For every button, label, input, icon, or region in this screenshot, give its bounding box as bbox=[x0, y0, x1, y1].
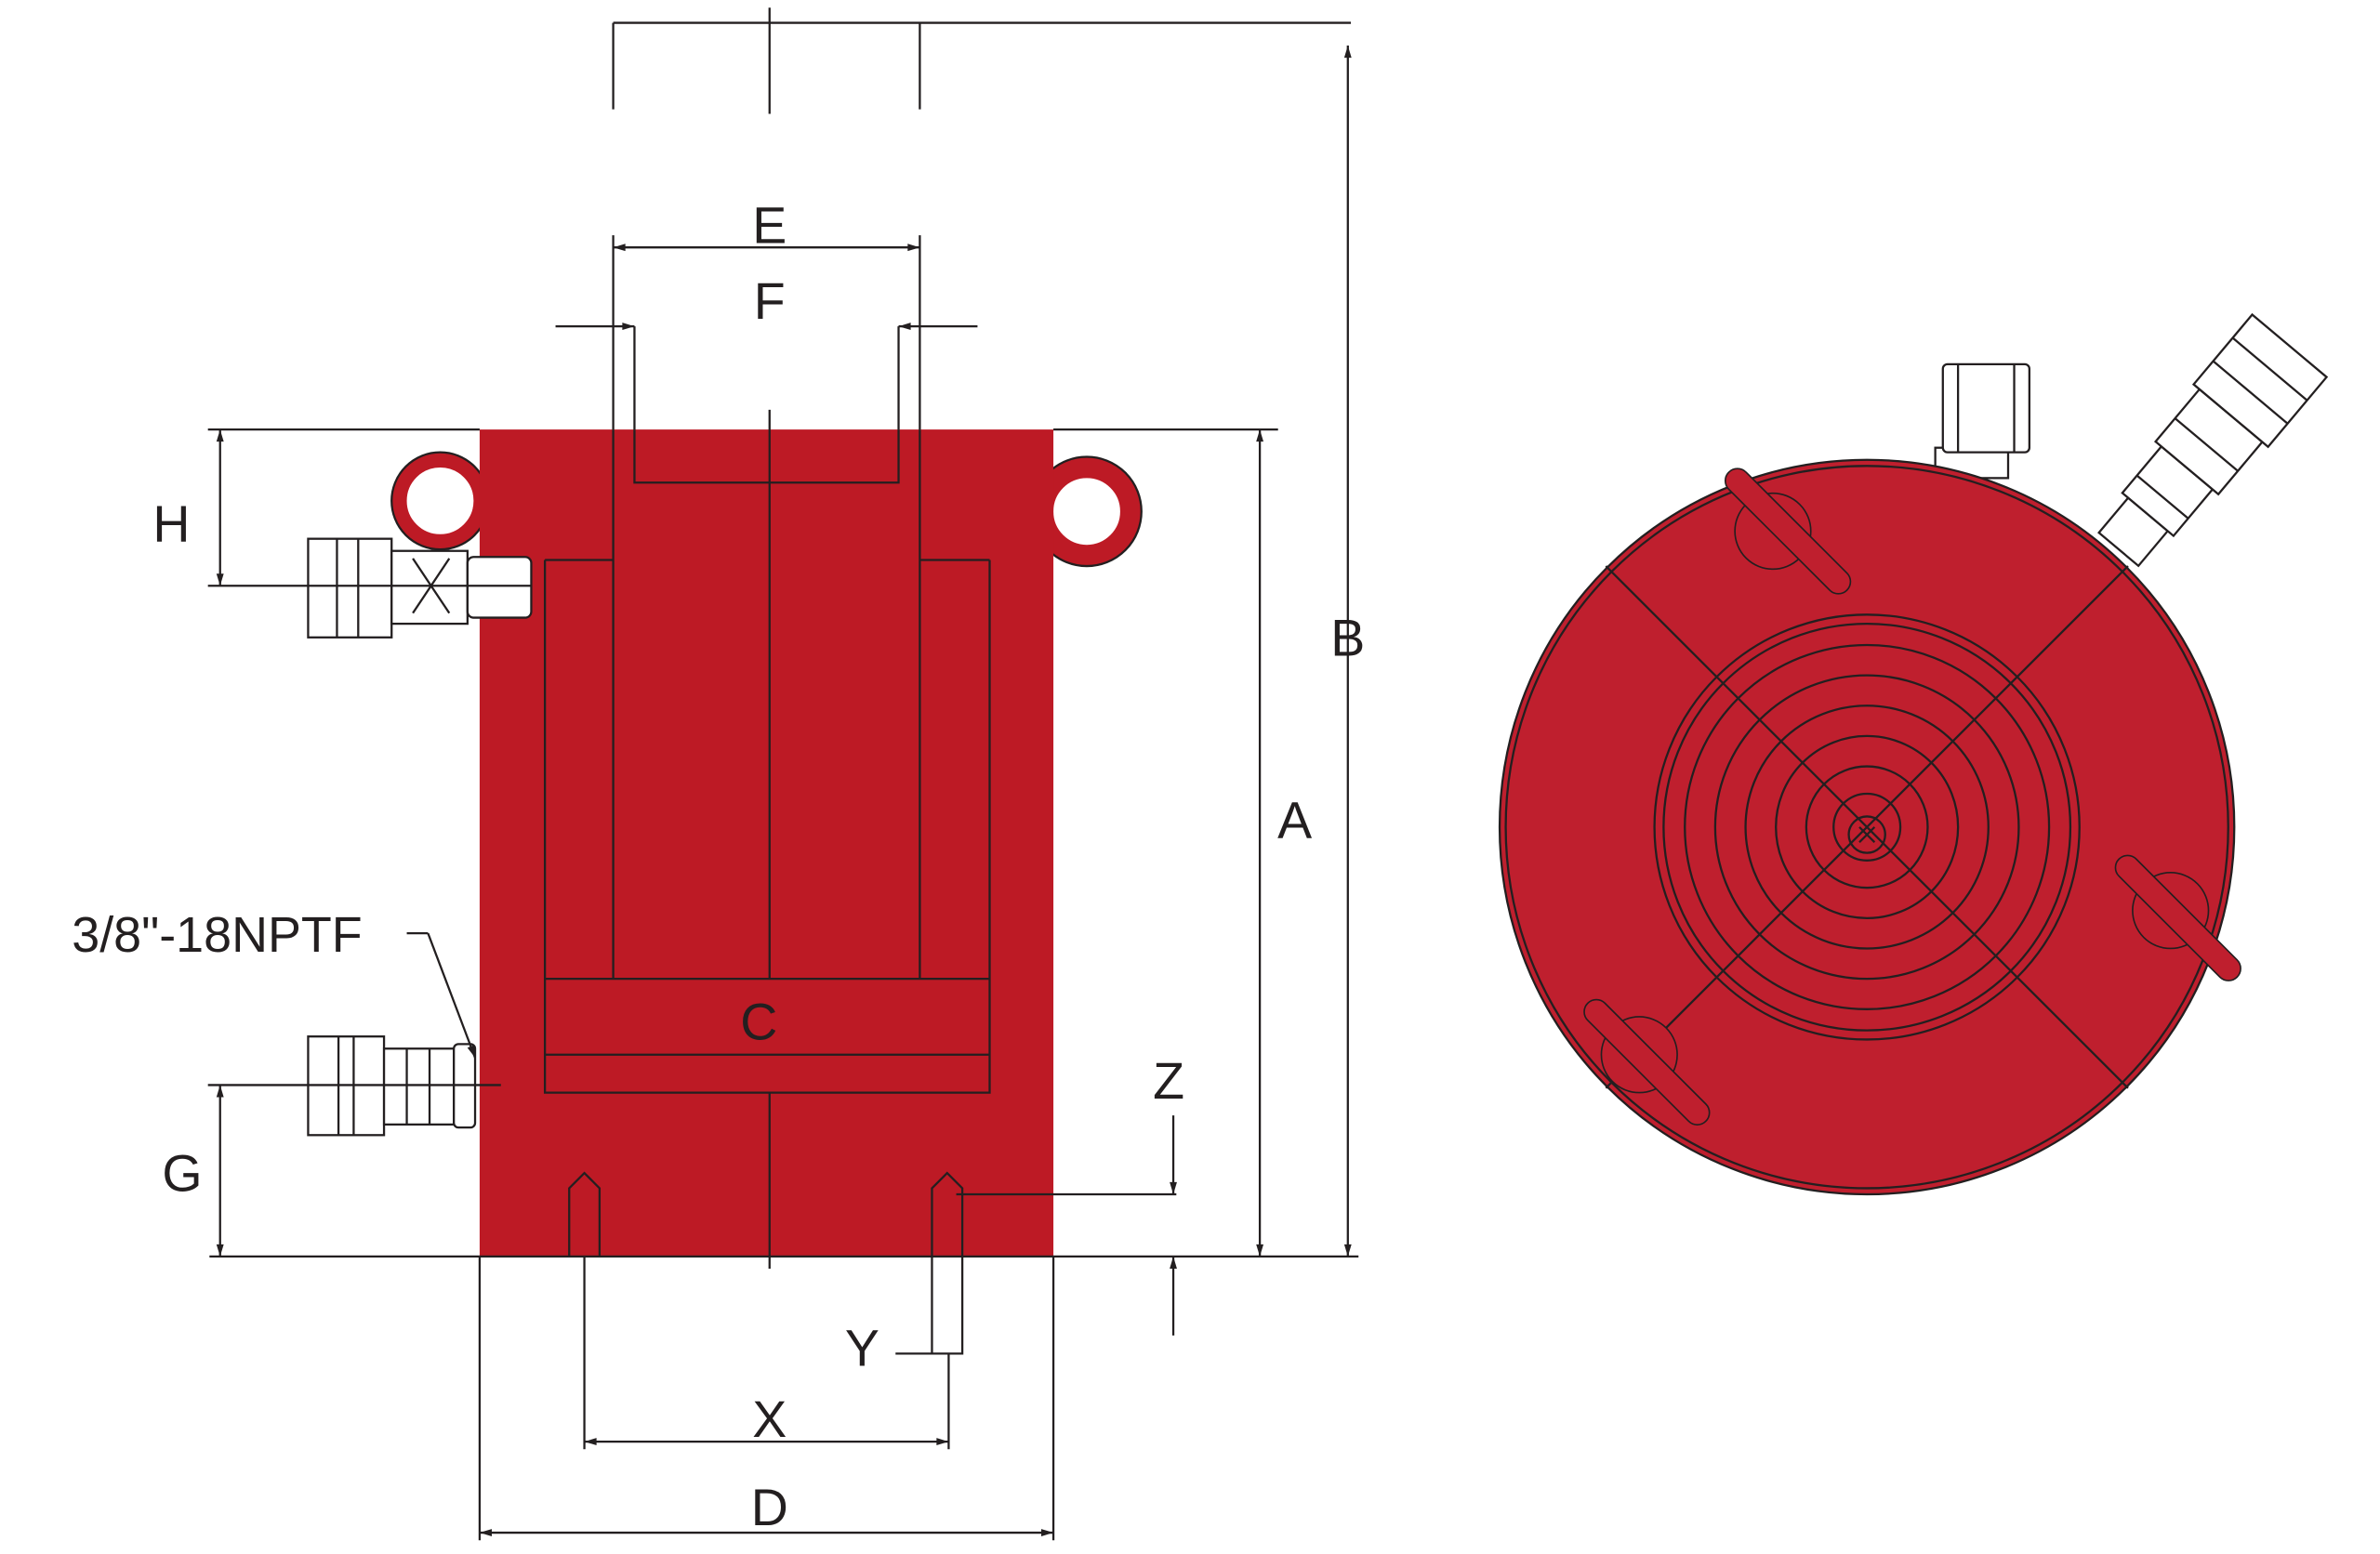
coupler-bottom bbox=[307, 1035, 477, 1137]
dim-label-z: Z bbox=[1153, 1052, 1184, 1110]
lifting-eye-left bbox=[391, 452, 489, 550]
dim-label-h: H bbox=[152, 495, 190, 553]
eye-bolt bbox=[1583, 998, 1711, 1126]
dim-label-c: C bbox=[740, 993, 777, 1050]
dim-label-x: X bbox=[752, 1390, 787, 1448]
dim-label-e: E bbox=[752, 196, 787, 254]
gauge-fitting bbox=[1934, 362, 2030, 480]
dim-label-f: F bbox=[754, 272, 786, 330]
dim-label-y: Y bbox=[845, 1319, 879, 1376]
center-bore bbox=[1847, 815, 1886, 854]
side-view bbox=[207, 7, 1359, 1541]
lifting-eye-right bbox=[1032, 456, 1142, 567]
eye-bolt bbox=[1724, 468, 1852, 595]
top-view bbox=[1498, 312, 2329, 1196]
port-thread-label: 3/8"-18NPTF bbox=[72, 907, 362, 963]
dim-label-b: B bbox=[1330, 609, 1365, 666]
dim-label-d: D bbox=[751, 1479, 788, 1536]
coupler-top-view bbox=[2097, 312, 2329, 568]
dim-label-g: G bbox=[162, 1145, 202, 1203]
coupler-top bbox=[307, 537, 533, 639]
eye-bolt bbox=[2114, 854, 2241, 981]
cylinder-body bbox=[479, 429, 1054, 1257]
dim-label-a: A bbox=[1277, 791, 1312, 849]
